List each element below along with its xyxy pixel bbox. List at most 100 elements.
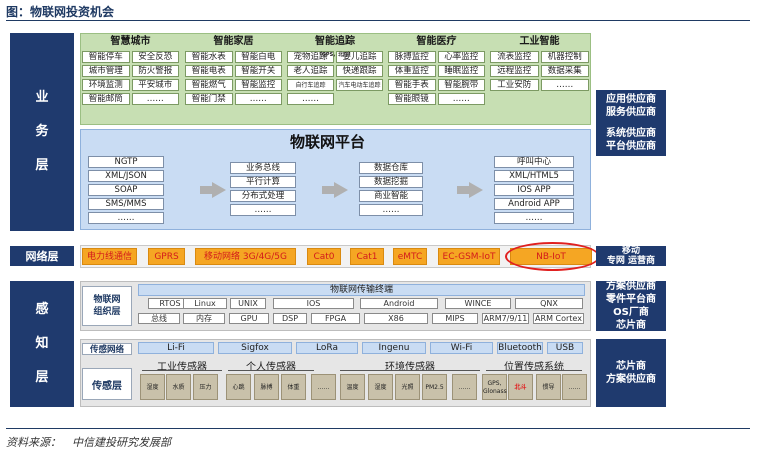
domain-item: …… bbox=[540, 79, 589, 91]
hw-item: ARM Cortex bbox=[533, 313, 584, 324]
domain-item: 智能电表 bbox=[185, 65, 233, 77]
domain-item: 心率监控 bbox=[437, 51, 485, 63]
os-item: Android bbox=[360, 298, 438, 309]
domain-item: 智能开关 bbox=[234, 65, 282, 77]
sensor-group-label: 工业传感器 bbox=[157, 362, 207, 373]
domain-item: 环境监测 bbox=[82, 79, 130, 91]
domain-item: 机器控制 bbox=[540, 51, 589, 63]
highlight-ellipse bbox=[505, 242, 600, 271]
os-item: IOS bbox=[273, 298, 354, 309]
domain-item: 智能眼镜 bbox=[388, 93, 436, 105]
sensor-item: 温度 bbox=[340, 374, 365, 400]
sensor-item: 惯导 bbox=[536, 374, 561, 400]
sensor-group-label: 位置传感系统 bbox=[504, 362, 564, 373]
hw-item: X86 bbox=[364, 313, 428, 324]
os-item: UNIX bbox=[230, 298, 266, 309]
platform-item: 平行计算 bbox=[230, 176, 296, 188]
domain-5: 工业智能流表监控机器控制远程监控数据采集工业安防…… bbox=[488, 33, 591, 121]
right-label-item: 零件平台商 bbox=[606, 294, 656, 305]
title-rule bbox=[6, 20, 750, 21]
sensor-item: 北斗 bbox=[508, 374, 533, 400]
sensor-network-label: 传感网络 bbox=[82, 343, 132, 355]
domain-item: 快递跟踪 bbox=[336, 65, 383, 77]
hw-item: 总线 bbox=[138, 313, 180, 324]
sensor-item: 水质 bbox=[166, 374, 191, 400]
right-label-item: 移动 bbox=[621, 246, 640, 256]
domain-1: 智慧城市智能停车安全反恐城市管理防火警报环境监测平安城市智能邮筒…… bbox=[80, 33, 181, 121]
right-label-item: 芯片商 bbox=[616, 320, 646, 331]
domain-item: 工业安防 bbox=[490, 79, 539, 91]
domain-item: 智能腕带 bbox=[437, 79, 485, 91]
domain-4: 智能医疗脉搏监控心率监控体重监控睡眠监控智能手表智能腕带智能眼镜…… bbox=[386, 33, 487, 121]
domain-item: 自行车追踪 bbox=[287, 79, 334, 91]
domain-item: 智能门禁 bbox=[185, 93, 233, 105]
platform-item: IOS APP bbox=[494, 184, 574, 196]
domain-3: 智能追踪（GPS，北斗）宠物追踪婴儿追踪老人追踪快递跟踪自行车追踪汽车电动车追踪… bbox=[285, 33, 385, 121]
right-label-item: OS厂商 bbox=[613, 307, 649, 318]
sensor-group-label: 环境传感器 bbox=[385, 362, 435, 373]
platform-item: 数据仓库 bbox=[359, 162, 423, 174]
domain-item: …… bbox=[437, 93, 485, 105]
sensor-item: 脉搏 bbox=[254, 374, 279, 400]
network-item: eMTC bbox=[393, 248, 427, 265]
domain-grid: 脉搏监控心率监控体重监控睡眠监控智能手表智能腕带智能眼镜…… bbox=[386, 51, 487, 105]
domain-item: 体重监控 bbox=[388, 65, 436, 77]
domain-2: 智能家居智能水表智能白电智能电表智能开关智能燃气智能监控智能门禁…… bbox=[183, 33, 284, 121]
platform-item: …… bbox=[88, 212, 164, 224]
right-label-network: 移动专网 运营商 bbox=[596, 246, 666, 266]
platform-item: SOAP bbox=[88, 184, 164, 196]
domain-item: 数据采集 bbox=[540, 65, 589, 77]
protocol-item: LoRa bbox=[296, 342, 358, 354]
protocol-item: Ingenu bbox=[362, 342, 426, 354]
arrow-icon bbox=[200, 182, 226, 198]
right-label-item: 系统供应商 bbox=[606, 128, 656, 139]
platform-item: Android APP bbox=[494, 198, 574, 210]
right-label-item: 专网 运营商 bbox=[606, 256, 656, 266]
domain-title: 智能追踪（GPS，北斗） bbox=[315, 33, 355, 58]
platform-item: NGTP bbox=[88, 156, 164, 168]
sensor-item: …… bbox=[452, 374, 477, 400]
network-item: 电力线通信 bbox=[82, 248, 137, 265]
group-underline bbox=[142, 370, 222, 371]
hw-item: GPU bbox=[229, 313, 269, 324]
protocol-item: Wi-Fi bbox=[430, 342, 493, 354]
domain-grid: 宠物追踪婴儿追踪老人追踪快递跟踪自行车追踪汽车电动车追踪…… bbox=[285, 51, 385, 105]
platform-item: 数据挖掘 bbox=[359, 176, 423, 188]
os-item: Linux bbox=[183, 298, 227, 309]
sensor-item: …… bbox=[562, 374, 587, 400]
group-underline bbox=[340, 370, 480, 371]
hw-item: 内存 bbox=[183, 313, 225, 324]
right-label-item: 应用供应商 bbox=[606, 94, 656, 105]
sensor-group-label: 个人传感器 bbox=[246, 362, 296, 373]
domain-item: 城市管理 bbox=[82, 65, 130, 77]
platform-item: SMS/MMS bbox=[88, 198, 164, 210]
domain-title: 智能医疗 bbox=[416, 36, 457, 47]
platform-item: XML/JSON bbox=[88, 170, 164, 182]
sensor-layer-label: 传感层 bbox=[82, 368, 132, 400]
network-item: Cat0 bbox=[307, 248, 341, 265]
domain-item: 智能手表 bbox=[388, 79, 436, 91]
sensor-item: 心跳 bbox=[226, 374, 251, 400]
arrow-icon bbox=[322, 182, 348, 198]
domain-item: 智能水表 bbox=[185, 51, 233, 63]
domain-item: 汽车电动车追踪 bbox=[336, 79, 383, 91]
domain-title: 智能家居 bbox=[213, 36, 254, 47]
network-item: 移动网络 3G/4G/5G bbox=[195, 248, 296, 265]
right-label-sensing: 芯片商方案供应商 bbox=[596, 339, 666, 407]
network-item: Cat1 bbox=[350, 248, 384, 265]
domain-grid: 智能水表智能白电智能电表智能开关智能燃气智能监控智能门禁…… bbox=[183, 51, 284, 105]
os-item: WINCE bbox=[445, 298, 511, 309]
group-underline bbox=[228, 370, 314, 371]
protocol-item: Li-Fi bbox=[138, 342, 214, 354]
sensor-item: GPS,Glonass bbox=[482, 374, 507, 400]
right-label-item: 平台供应商 bbox=[606, 141, 656, 152]
domain-item: 宠物追踪 bbox=[287, 51, 334, 63]
domain-item: 安全反恐 bbox=[131, 51, 179, 63]
sensor-item: PM2.5 bbox=[422, 374, 447, 400]
sensor-item: …… bbox=[311, 374, 336, 400]
domain-item: 流表监控 bbox=[490, 51, 539, 63]
sensor-item: 湿度 bbox=[368, 374, 393, 400]
platform-item: …… bbox=[494, 212, 574, 224]
domain-item: 智能监控 bbox=[234, 79, 282, 91]
source-note: 资料来源： 中信建投研究发展部 bbox=[6, 436, 171, 449]
